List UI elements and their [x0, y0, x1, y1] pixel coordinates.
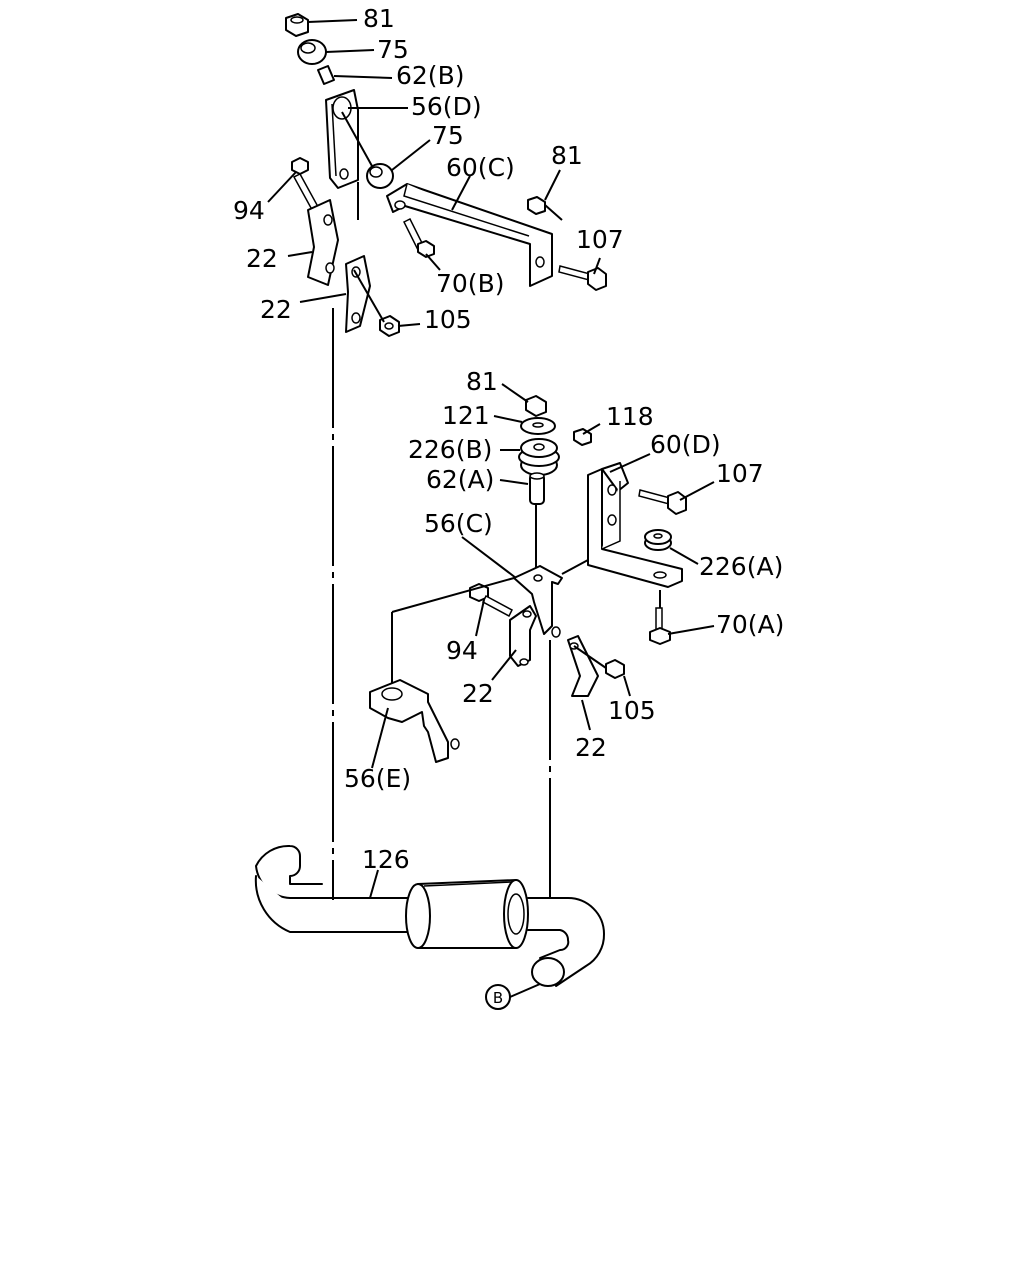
bolt-70A [649, 607, 671, 645]
cushion-226B [518, 438, 560, 476]
callout-81-mid: 81 [466, 367, 498, 396]
callout-75-mid: 75 [432, 121, 464, 150]
sleeve-62A [529, 472, 545, 505]
connection-line-56C-56E [391, 577, 515, 613]
connection-line-105-strap [573, 645, 607, 669]
callout-60C: 60(C) [446, 153, 515, 182]
exhaust-pipe-126 [254, 844, 606, 987]
callout-105-mid: 105 [608, 696, 656, 725]
callout-56E: 56(E) [344, 764, 411, 793]
bolt-94-mid [469, 583, 513, 618]
callout-118: 118 [606, 402, 654, 431]
clamp-22-mid-2 [567, 635, 599, 697]
cushion-226A [644, 529, 672, 551]
callout-70B: 70(B) [436, 269, 504, 298]
clamp-22-top-1 [307, 199, 339, 286]
nut-81-mid [525, 395, 547, 417]
sleeve-62B [317, 65, 335, 85]
callout-labels: 81 75 62(B) 56(D) 75 60(C) 81 94 22 22 1… [233, 4, 784, 874]
callout-62A: 62(A) [426, 465, 494, 494]
callout-121: 121 [442, 401, 490, 430]
cushion-75-top [297, 39, 327, 65]
callout-81-right: 81 [551, 141, 583, 170]
bracket-60D [587, 462, 683, 588]
callout-226A: 226(A) [699, 552, 783, 581]
callout-62B: 62(B) [396, 61, 464, 90]
assembly-centerlines [332, 182, 661, 955]
callout-75-top: 75 [377, 35, 409, 64]
nut-81-right [527, 196, 546, 215]
bracket-56C [513, 565, 563, 638]
bolt-70B [402, 217, 435, 258]
bracket-60C [386, 183, 553, 287]
callout-70A: 70(A) [716, 610, 784, 639]
callout-60D: 60(D) [650, 430, 721, 459]
leader-105-top-strap [353, 269, 385, 323]
leader-lines [267, 19, 715, 899]
callout-22-top-1: 22 [246, 244, 278, 273]
callout-56D: 56(D) [411, 92, 482, 121]
callout-22-top-2: 22 [260, 295, 292, 324]
callout-56C: 56(C) [424, 509, 493, 538]
callout-107-mid: 107 [716, 459, 764, 488]
callout-107-top: 107 [576, 225, 624, 254]
callout-126: 126 [362, 845, 410, 874]
nut-118 [573, 428, 592, 446]
callout-22-mid-2: 22 [575, 733, 607, 762]
callout-22-mid-1: 22 [462, 679, 494, 708]
bracket-56D [325, 89, 359, 189]
cushion-75-mid [366, 163, 394, 189]
callout-105-top: 105 [424, 305, 472, 334]
callout-94-mid: 94 [446, 636, 478, 665]
connection-line-56C-60D [561, 559, 589, 575]
washer-121 [520, 417, 556, 435]
nut-105-mid [605, 659, 625, 679]
callout-226B: 226(B) [408, 435, 492, 464]
clamp-22-mid-1 [509, 605, 537, 667]
nut-105-top [379, 315, 400, 337]
bolt-107-mid [638, 489, 687, 515]
ref-B-label: B [493, 989, 503, 1007]
callout-81-top: 81 [363, 4, 395, 33]
callout-94-top: 94 [233, 196, 265, 225]
bolt-107-top [558, 265, 607, 291]
ref-B-marker: B [485, 983, 541, 1010]
clamp-22-top-2 [345, 255, 371, 333]
bracket-56E [369, 679, 460, 763]
nut-81-top [285, 13, 309, 37]
